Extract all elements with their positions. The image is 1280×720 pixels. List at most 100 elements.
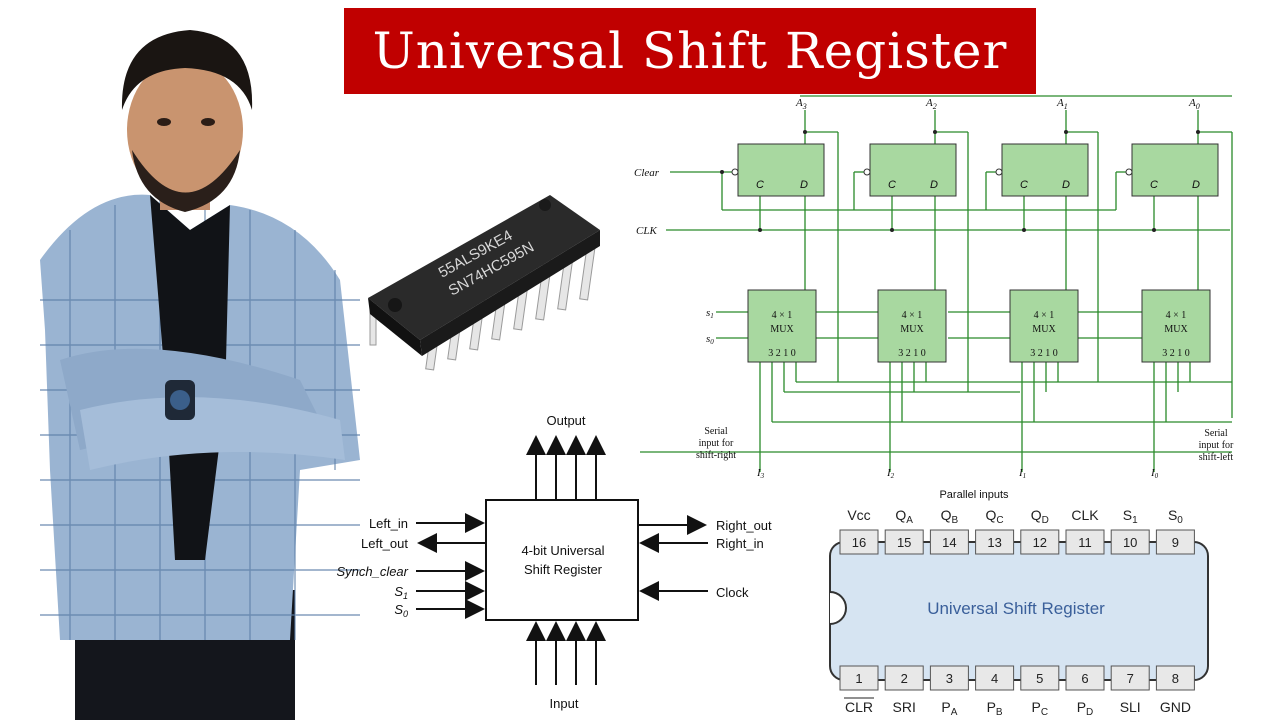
ff-c-label: C <box>756 179 764 191</box>
bottom-pin-4 <box>975 665 1015 691</box>
pin-name: SRI <box>893 699 916 715</box>
pin-name: PD <box>1077 699 1094 718</box>
output-label: Output <box>546 413 585 428</box>
mux-label-line1: 4 × 1 <box>1166 310 1187 321</box>
title-banner: Universal Shift Register <box>344 8 1036 94</box>
pin-number: 12 <box>1033 535 1047 550</box>
pin-number: 8 <box>1172 671 1179 686</box>
bottom-pin-2 <box>884 665 924 691</box>
pin-number: 2 <box>901 671 908 686</box>
input-label-i0: I0 <box>1150 467 1159 480</box>
synch-clear-label: Synch_clear <box>336 564 408 579</box>
serial-right-line2: input for <box>699 438 734 449</box>
output-label-a0: A0 <box>1188 97 1200 111</box>
box-line1: 4-bit Universal <box>521 543 604 558</box>
mux-inputs: 3 2 1 0 <box>1030 348 1058 359</box>
ff-d-label: D <box>1192 179 1200 191</box>
clear-label: Clear <box>634 167 660 179</box>
ic-pinout: Parallel inputs Universal Shift Register… <box>829 489 1209 718</box>
pin-number: 15 <box>897 535 911 550</box>
mux-inputs: 3 2 1 0 <box>768 348 796 359</box>
pin-name: PC <box>1032 699 1049 718</box>
box-line2: Shift Register <box>524 562 603 577</box>
pin-name: QA <box>895 507 913 526</box>
pin-number: 1 <box>855 671 862 686</box>
pin-name: PA <box>941 699 957 718</box>
ff-c-label: C <box>1020 179 1028 191</box>
right-in-label: Right_in <box>716 536 764 551</box>
pin-name: QD <box>1031 507 1049 526</box>
mux-inputs: 3 2 1 0 <box>898 348 926 359</box>
ff-d-label: D <box>800 179 808 191</box>
mux-inputs: 3 2 1 0 <box>1162 348 1190 359</box>
serial-right-line3: shift-right <box>696 450 736 461</box>
register-box <box>485 499 639 621</box>
s1-label: S1 <box>394 584 408 601</box>
output-label-a3: A3 <box>795 97 807 111</box>
pin-number: 9 <box>1172 535 1179 550</box>
block-diagram: Output Input 4-bit Universal Shift Regis… <box>336 413 772 711</box>
pin-number: 14 <box>942 535 956 550</box>
pin-name: PB <box>987 699 1003 718</box>
presenter-photo <box>40 30 360 720</box>
pin-number: 11 <box>1078 535 1092 550</box>
right-out-label: Right_out <box>716 518 772 533</box>
pin-number: 10 <box>1123 535 1137 550</box>
top-pin-10 <box>1110 529 1150 555</box>
top-pin-13 <box>975 529 1015 555</box>
pin-name: QC <box>986 507 1004 526</box>
bottom-pin-8 <box>1155 665 1195 691</box>
pin-name: S1 <box>1123 507 1138 526</box>
mux-label-line2: MUX <box>900 324 924 335</box>
logic-schematic: A3 A2 A1 A0 Clear CLK s1 s0 C D C D C D … <box>634 95 1234 480</box>
input-label-i2: I2 <box>886 467 895 480</box>
clk-label: CLK <box>636 225 657 237</box>
page-title: Universal Shift Register <box>372 22 1008 80</box>
mux-label-line1: 4 × 1 <box>772 310 793 321</box>
pin-number: 16 <box>852 535 866 550</box>
pin-name: S0 <box>1168 507 1183 526</box>
output-label-a1: A1 <box>1056 97 1068 111</box>
s0-label: s0 <box>706 333 714 346</box>
input-label: Input <box>550 696 579 711</box>
ff-c-label: C <box>888 179 896 191</box>
bottom-pin-5 <box>1020 665 1060 691</box>
parallel-inputs-header: Parallel inputs <box>939 489 1009 501</box>
output-label-a2: A2 <box>925 97 937 111</box>
top-pin-12 <box>1020 529 1060 555</box>
top-pin-14 <box>929 529 969 555</box>
clock-label: Clock <box>716 585 749 600</box>
pin-name: QB <box>941 507 959 526</box>
pin-number: 4 <box>991 671 998 686</box>
mux-label-line1: 4 × 1 <box>902 310 923 321</box>
pin-number: 3 <box>946 671 953 686</box>
s0-label: S0 <box>394 602 408 619</box>
pin-name: GND <box>1160 699 1191 715</box>
mux-label-line1: 4 × 1 <box>1034 310 1055 321</box>
mux-label-line2: MUX <box>770 324 794 335</box>
top-pin-9 <box>1155 529 1195 555</box>
ff-d-label: D <box>930 179 938 191</box>
ic-label: Universal Shift Register <box>927 599 1105 618</box>
pin-number: 5 <box>1036 671 1043 686</box>
serial-left-line2: input for <box>1199 440 1234 451</box>
pin-number: 7 <box>1127 671 1134 686</box>
mux-label-line2: MUX <box>1164 324 1188 335</box>
bottom-pin-6 <box>1065 665 1105 691</box>
top-pin-16 <box>839 529 879 555</box>
serial-left-line3: shift-left <box>1199 452 1234 463</box>
ff-c-label: C <box>1150 179 1158 191</box>
pin-name: Vcc <box>847 507 870 523</box>
bottom-pin-1 <box>839 665 879 691</box>
left-in-label: Left_in <box>369 516 408 531</box>
ff-d-label: D <box>1062 179 1070 191</box>
serial-right-line1: Serial <box>704 426 728 437</box>
left-out-label: Left_out <box>361 536 408 551</box>
top-pin-15 <box>884 529 924 555</box>
top-pin-11 <box>1065 529 1105 555</box>
bottom-pin-3 <box>929 665 969 691</box>
bottom-pin-7 <box>1110 665 1150 691</box>
input-label-i3: I3 <box>756 467 765 480</box>
pin-number: 13 <box>987 535 1001 550</box>
input-label-i1: I1 <box>1018 467 1026 480</box>
